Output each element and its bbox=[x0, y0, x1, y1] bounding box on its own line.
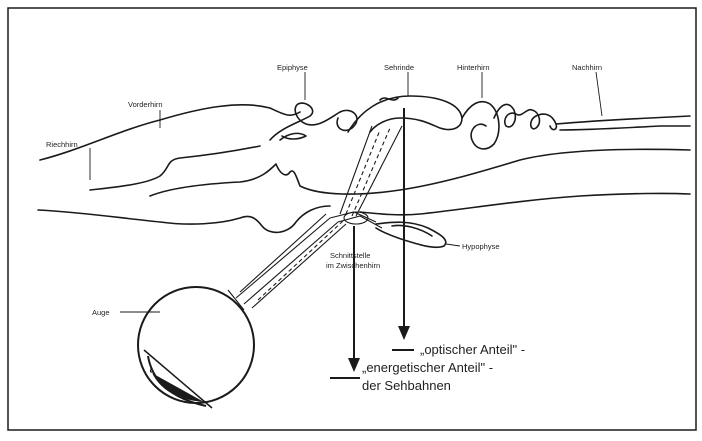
label-auge: Auge bbox=[92, 308, 110, 317]
eye-illustration bbox=[138, 287, 254, 408]
label-kreuzung-line2: im Zwischenhirn bbox=[326, 261, 380, 270]
annotation-energetischer-anteil: „energetischer Anteil" - bbox=[362, 360, 493, 375]
label-vorderhirn: Vorderhirn bbox=[128, 100, 163, 109]
annotation-sehbahnen: der Sehbahnen bbox=[362, 378, 451, 393]
label-nachhirn: Nachhirn bbox=[572, 63, 602, 72]
label-leader-lines bbox=[90, 72, 602, 312]
arrow-head-optisch bbox=[398, 326, 410, 340]
brain-outline bbox=[38, 96, 690, 247]
label-riechhirn: Riechhirn bbox=[46, 140, 78, 149]
label-hypophyse: Hypophyse bbox=[462, 242, 500, 251]
label-epiphyse: Epiphyse bbox=[277, 63, 308, 72]
annotation-optischer-anteil: „optischer Anteil" - bbox=[420, 342, 525, 357]
label-sehrinde: Sehrinde bbox=[384, 63, 414, 72]
arrow-head-energetisch bbox=[348, 358, 360, 372]
label-hinterhirn: Hinterhirn bbox=[457, 63, 490, 72]
label-kreuzung-line1: Schnittstelle bbox=[330, 251, 370, 260]
